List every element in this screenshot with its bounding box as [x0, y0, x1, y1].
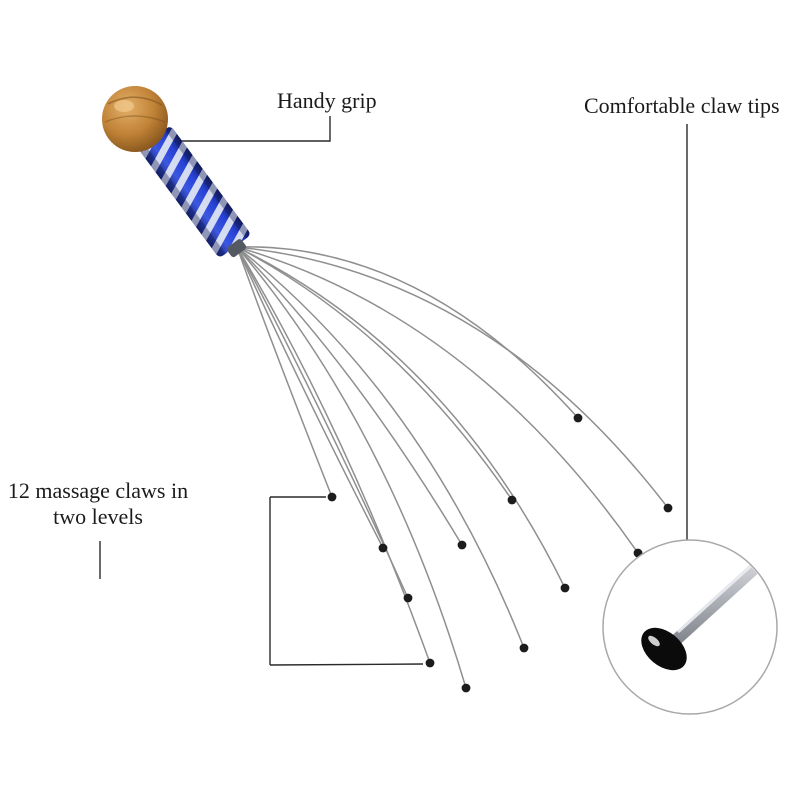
magnified-wire: [671, 553, 771, 645]
ball-highlight: [114, 100, 134, 112]
claw-tips: [327, 413, 673, 693]
wood-ball: [102, 86, 168, 152]
claw-tip: [425, 658, 435, 668]
wire-collar: [226, 239, 247, 258]
label-12-massage-claws: 12 massage claws in two levels: [0, 478, 196, 530]
handle-grip: [138, 125, 252, 259]
claw-wire: [236, 246, 669, 509]
claw-wire: [236, 246, 639, 554]
claw-tip: [519, 643, 529, 653]
claw-wire: [236, 246, 384, 549]
claw-tip: [507, 495, 517, 505]
claw-wire: [236, 246, 513, 501]
claw-tip: [378, 543, 388, 553]
leader-lines: [99, 116, 688, 667]
magnified-tip-inset: [602, 539, 778, 715]
claw-tip: [327, 492, 337, 502]
claw-tip: [663, 503, 673, 513]
label-claws-line1: 12 massage claws in: [7, 478, 189, 503]
bracket-bottom-tick: [269, 663, 424, 666]
tip-highlight: [648, 635, 660, 647]
label-handy-grip: Handy grip: [277, 88, 377, 113]
claw-tip: [573, 413, 583, 423]
claw-wire: [236, 246, 579, 419]
claw-tip: [457, 540, 467, 550]
leader-line-handy-grip: [167, 116, 331, 142]
claw-wire: [236, 246, 467, 689]
label-comfortable-claw-tips: Comfortable claw tips: [584, 93, 780, 118]
claw-wire: [236, 246, 566, 589]
label-claws-line2: two levels: [53, 504, 143, 529]
claw-wire: [236, 246, 333, 498]
claw-tip: [461, 683, 471, 693]
claw-tip: [403, 593, 413, 603]
claw-wires: [236, 246, 669, 689]
claw-tip: [560, 583, 570, 593]
claw-wire: [236, 246, 463, 546]
claw-wire: [236, 246, 525, 649]
